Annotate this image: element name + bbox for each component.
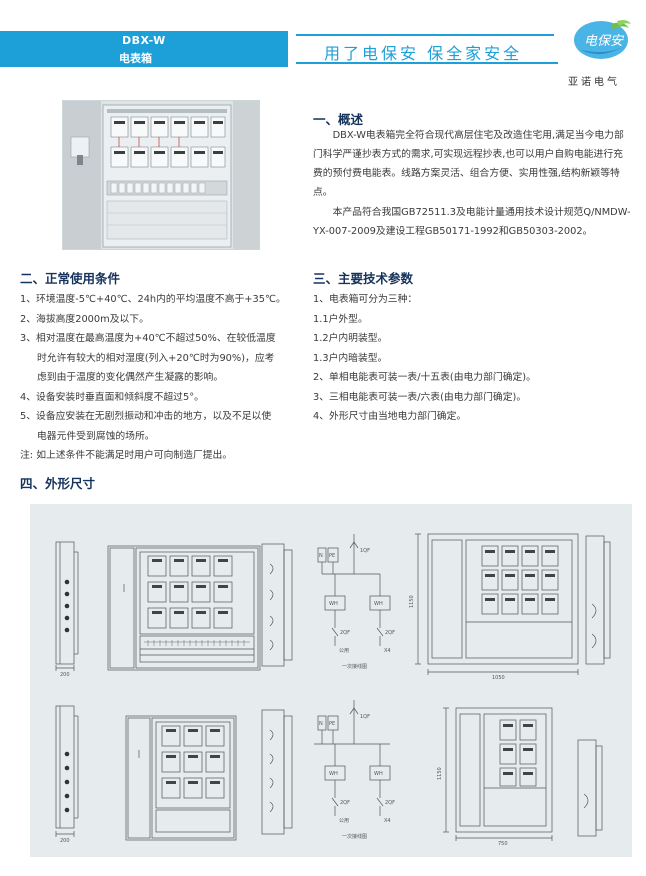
overview-heading: 一、概述 — [313, 112, 364, 127]
schematic-top — [317, 534, 391, 646]
slogan: 用了电保安 保全家安全 — [324, 44, 523, 63]
condition-item-3: 3、相对温度在最高温度为+40℃不超过50%、在较低温度 — [20, 333, 276, 344]
logo-text: 电保安 — [584, 34, 625, 49]
conditions-list: 1、环境温度-5℃+40℃、24h内的平均温度不高于+35℃。 2、海拔高度20… — [20, 290, 305, 466]
height-label-top: 1150 — [409, 595, 415, 608]
x4-label-bottom: X4 — [384, 818, 391, 824]
side-right-top — [585, 535, 611, 665]
condition-item-4: 4、设备安装时垂直面和倾斜度不超过5°。 — [20, 391, 204, 403]
branch-breaker-label-top-2: 2QF — [385, 630, 395, 636]
width-label-bottom: 750 — [498, 841, 508, 847]
meter-label-top-2: WH — [374, 601, 383, 607]
public-label-bottom: 公用 — [339, 818, 349, 824]
specs-heading: 三、主要技术参数 — [313, 271, 414, 286]
schematic-bottom — [314, 700, 391, 816]
dimensions-heading: 四、外形尺寸 — [20, 476, 96, 491]
overview-paragraph-1: DBX-W电表箱完全符合现代高层住宅及改造住宅用,满足当今电力部门科学严谨抄表方… — [313, 130, 624, 198]
condition-item-2: 2、海拔高度2000m及以下。 — [20, 313, 149, 325]
condition-item-5: 5、设备应安装在无剧烈振动和冲击的地方，以及不足以使 — [20, 411, 272, 422]
branch-breaker-label-bottom-2: 2QF — [385, 800, 395, 806]
side-right-bottom — [577, 739, 603, 837]
brand-name: 亚诺电气 — [568, 77, 620, 88]
conditions-note: 注: 如上述条件不能满足时用户可向制造厂提出。 — [20, 450, 233, 461]
side-door-view-bottom — [261, 709, 293, 835]
meter-label-bottom-1: WH — [329, 771, 338, 777]
brand-logo: 电保安 — [571, 18, 633, 62]
n-label-top: N — [319, 553, 323, 559]
spec-item-1-2: 1.2户内明装型。 — [313, 333, 388, 344]
depth-label-bottom: 200 — [60, 838, 70, 844]
side-door-view-top — [261, 543, 293, 667]
side-view-top — [55, 541, 79, 671]
spec-item-1-1: 1.1户外型。 — [313, 313, 368, 325]
width-label-top: 1050 — [492, 675, 505, 681]
condition-item-3-cont2: 虑到由于温度的变化偶然产生凝露的影响。 — [37, 372, 224, 383]
n-label-bottom: N — [319, 721, 323, 727]
main-breaker-label-bottom: 1QF — [360, 714, 370, 720]
condition-item-5-cont: 电器元件受到腐蚀的场所。 — [37, 430, 155, 442]
front-view-bottom — [125, 715, 237, 841]
product-model: DBX-W — [122, 34, 166, 47]
overview-body: DBX-W电表箱完全符合现代高层住宅及改造住宅用,满足当今电力部门科学严谨抄表方… — [313, 126, 631, 241]
meter-label-bottom-2: WH — [374, 771, 383, 777]
header-band: DBX-W 电表箱 — [0, 31, 288, 67]
public-label-top: 公用 — [339, 648, 349, 654]
diagram-caption-top: 一次接线图 — [342, 663, 367, 670]
product-name: 电表箱 — [119, 52, 152, 65]
specs-list: 1、电表箱可分为三种： 1.1户外型。 1.2户内明装型。 1.3户内暗装型。 … — [313, 290, 631, 427]
spec-item-1-3: 1.3户内暗装型。 — [313, 352, 388, 364]
front-view-top — [107, 545, 261, 671]
side-view-bottom — [55, 705, 79, 837]
meter-label-top-1: WH — [329, 601, 338, 607]
spec-item-1: 1、电表箱可分为三种： — [313, 294, 418, 305]
diagram-caption-bottom: 一次接线图 — [342, 833, 367, 840]
branch-breaker-label-bottom-1: 2QF — [340, 800, 350, 806]
front-view-right-bottom — [443, 707, 553, 841]
front-view-right-top — [415, 533, 579, 675]
condition-item-1: 1、环境温度-5℃+40℃、24h内的平均温度不高于+35℃。 — [20, 294, 286, 305]
x4-label-top: X4 — [384, 648, 391, 654]
height-label-bottom: 1150 — [437, 767, 443, 780]
spec-item-2: 2、单相电能表可装一表/十五表(由电力部门确定)。 — [313, 372, 536, 383]
pe-label-bottom: PE — [329, 721, 335, 727]
dimension-drawings: 200 200 1050 750 1150 1150 N PE 1QF WH W… — [30, 504, 632, 857]
pe-label-top: PE — [329, 553, 335, 559]
main-breaker-label-top: 1QF — [360, 548, 370, 554]
condition-item-3-cont: 时允许有较大的相对湿度(列入+20℃时为90%)，应考 — [37, 352, 275, 364]
depth-label-top: 200 — [60, 672, 70, 678]
slogan-box: 用了电保安 保全家安全 — [296, 34, 558, 64]
spec-item-3: 3、三相电能表可装一表/六表(由电力部门确定)。 — [313, 391, 527, 403]
overview-paragraph-2: 本产品符合我国GB72511.3及电能计量通用技术设计规范Q/NMDW-YX-0… — [313, 207, 631, 237]
branch-breaker-label-top-1: 2QF — [340, 630, 350, 636]
product-photo — [62, 100, 260, 250]
spec-item-4: 4、外形尺寸由当地电力部门确定。 — [313, 411, 467, 422]
conditions-heading: 二、正常使用条件 — [20, 271, 121, 286]
